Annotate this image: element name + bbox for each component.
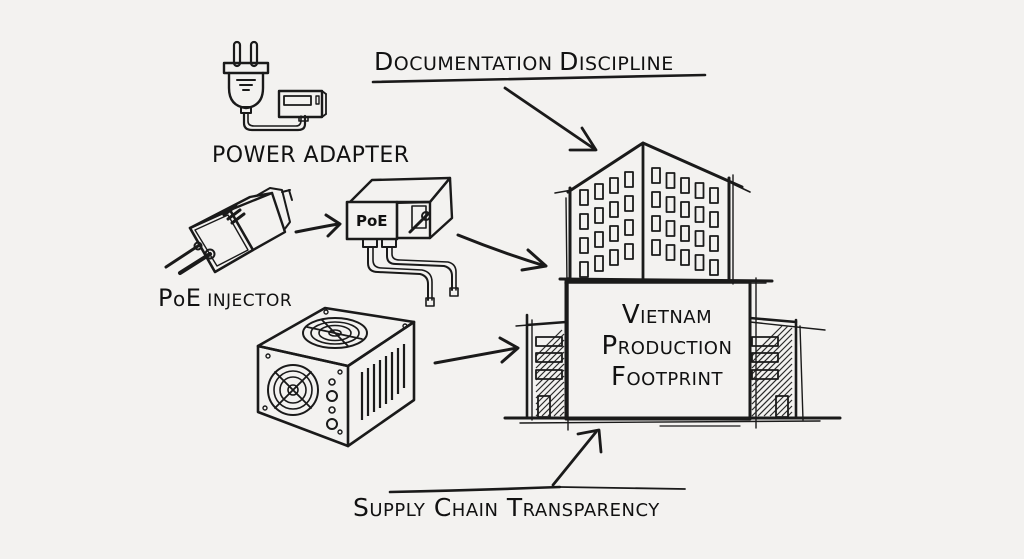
hatch-line — [751, 363, 793, 405]
psu-icon — [256, 306, 416, 448]
window — [680, 225, 690, 242]
window — [751, 352, 779, 363]
window — [579, 261, 589, 278]
power-adapter-label: POWER ADAPTER — [212, 143, 410, 168]
window — [579, 237, 589, 254]
hatch-line — [553, 405, 565, 417]
arrow-psu-to-factory — [433, 336, 520, 365]
hatch-line — [751, 325, 789, 363]
window — [709, 235, 719, 252]
hatch-line — [559, 411, 565, 417]
window — [609, 249, 619, 266]
window — [680, 201, 690, 218]
hatch-line — [751, 369, 793, 411]
left-wing-windows — [535, 329, 565, 418]
hatch-line — [775, 399, 793, 417]
window — [709, 211, 719, 228]
window — [751, 369, 779, 380]
window — [594, 207, 604, 224]
window — [694, 206, 705, 223]
window — [651, 191, 661, 208]
hatch-line — [541, 393, 565, 417]
hatch-line — [535, 363, 565, 393]
window — [709, 187, 719, 204]
window — [665, 244, 676, 261]
hatch-line — [535, 339, 565, 369]
factory-label: Vietnam Production Footprint — [566, 300, 768, 393]
hatch-line — [763, 387, 793, 417]
hatch-line — [535, 351, 565, 381]
window — [594, 231, 604, 248]
window — [594, 255, 604, 272]
arrow-supply-to-factory — [388, 428, 686, 494]
hatch-line — [535, 369, 565, 399]
factory-building-icon — [503, 141, 842, 431]
tower-windows — [579, 167, 719, 278]
window — [579, 213, 589, 230]
window — [535, 336, 563, 347]
window — [535, 369, 563, 380]
window — [665, 196, 676, 213]
hatch-line — [751, 333, 793, 375]
window — [694, 254, 705, 271]
hatch-line — [751, 357, 793, 399]
poe-injector-icon — [164, 187, 293, 275]
window — [609, 201, 619, 218]
window — [680, 249, 690, 266]
window — [624, 219, 634, 236]
window — [609, 177, 619, 194]
window — [665, 220, 676, 237]
window — [624, 195, 634, 212]
window — [535, 352, 563, 363]
window — [594, 183, 604, 200]
hatch-line — [751, 351, 793, 393]
window — [680, 177, 690, 194]
hatch-line — [535, 333, 565, 363]
window — [665, 172, 676, 189]
window — [579, 189, 589, 206]
hatch-line — [757, 381, 793, 417]
documentation-discipline-label: DOCUMENTATION DISCIPLINE — [374, 47, 674, 76]
window — [751, 336, 779, 347]
window — [694, 230, 705, 247]
right-wing-windows — [751, 325, 793, 418]
arrow-poe-to-factory — [456, 233, 548, 272]
poe-box-icon: PoE — [345, 176, 459, 307]
supply-chain-transparency-label: Supply Chain Transparency — [353, 493, 660, 522]
window — [709, 259, 719, 276]
supply-chain-label-text: Supply Chain Transparency — [353, 493, 660, 522]
hatch-line — [781, 405, 793, 417]
factory-label-line2: Production — [601, 331, 733, 361]
factory-label-line3: Footprint — [611, 362, 723, 392]
power-plug-icon — [222, 40, 307, 132]
window — [694, 182, 705, 199]
window — [651, 215, 661, 232]
arrow-injector-to-poe — [294, 213, 342, 238]
window — [624, 171, 634, 188]
hatch-line — [751, 325, 783, 357]
hatch-line — [535, 329, 563, 357]
window — [651, 239, 661, 256]
window — [651, 167, 661, 184]
factory-label-line1: Vietnam — [621, 300, 713, 330]
hatch-line — [535, 375, 565, 405]
poe-injector-label: PoE INJECTOR — [158, 284, 293, 312]
poe-box-label: PoE — [356, 212, 388, 230]
hatch-line — [751, 339, 793, 381]
window — [609, 225, 619, 242]
hatch-line — [751, 375, 793, 417]
window — [624, 243, 634, 260]
adapter-box-icon — [277, 89, 327, 122]
arrow-documentation-to-factory — [371, 73, 707, 152]
